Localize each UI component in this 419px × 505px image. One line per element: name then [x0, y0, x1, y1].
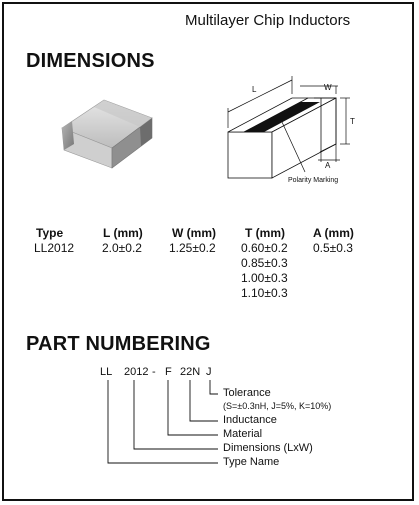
- label-material: Material: [223, 428, 263, 440]
- label-dimensions: Dimensions (LxW): [223, 442, 313, 454]
- part-numbering-heading: PART NUMBERING: [26, 333, 211, 355]
- cell-a: 0.5±0.3: [313, 241, 353, 255]
- cell-l: 2.0±0.2: [102, 241, 142, 255]
- cell-t-3: 1.00±0.3: [241, 271, 288, 285]
- label-tolerance-detail: (S=±0.3nH, J=5%, K=10%): [223, 401, 332, 411]
- code-material: F: [165, 366, 172, 378]
- cell-t-4: 1.10±0.3: [241, 286, 288, 300]
- code-dash: -: [152, 366, 156, 378]
- leader-type-name: [107, 380, 218, 464]
- cell-w: 1.25±0.2: [169, 241, 216, 255]
- code-dimensions: 2012: [124, 366, 149, 378]
- polarity-mark: [244, 102, 320, 132]
- leader-material: [167, 380, 218, 436]
- cell-type: LL2012: [34, 241, 75, 255]
- chip-terminal-right: [140, 118, 152, 146]
- cell-t-1: 0.60±0.2: [241, 241, 288, 255]
- col-w-header: W (mm): [172, 226, 216, 240]
- chip-terminal-left: [62, 121, 74, 150]
- label-inductance: Inductance: [223, 414, 277, 426]
- code-inductance: 22N: [180, 366, 201, 378]
- w-label: W: [324, 83, 332, 92]
- dimensions-heading: DIMENSIONS: [26, 50, 155, 72]
- col-type-header: Type: [36, 226, 64, 240]
- col-a-header: A (mm): [313, 226, 354, 240]
- a-label: A: [325, 161, 331, 170]
- code-tolerance: J: [206, 366, 212, 378]
- page-title: Multilayer Chip Inductors: [185, 12, 351, 29]
- cell-t-2: 0.85±0.3: [241, 256, 288, 270]
- box-front: [227, 131, 273, 179]
- leader-dimensions: [133, 380, 218, 450]
- label-tolerance: Tolerance: [223, 387, 271, 399]
- l-dimension-line: [227, 79, 293, 113]
- page-frame: [2, 2, 414, 501]
- code-type: LL: [100, 366, 113, 378]
- leader-inductance: [189, 380, 218, 422]
- t-label: T: [350, 117, 355, 126]
- col-t-header: T (mm): [245, 226, 285, 240]
- l-label: L: [252, 85, 257, 94]
- leader-tolerance: [209, 380, 218, 395]
- polarity-label: Polarity Marking: [288, 177, 338, 184]
- col-l-header: L (mm): [103, 226, 143, 240]
- label-type-name: Type Name: [223, 456, 280, 468]
- polarity-leader: [281, 121, 306, 173]
